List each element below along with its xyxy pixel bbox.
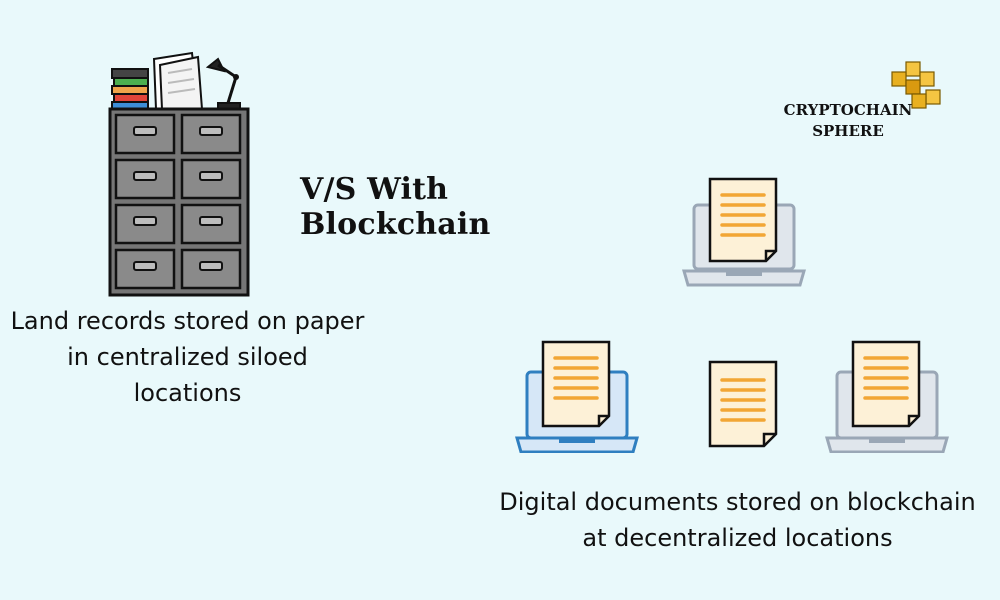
laptop-document-icon <box>823 338 953 453</box>
books-stack-icon <box>111 68 149 110</box>
page-title: V/S With Blockchain <box>300 172 491 242</box>
filing-cabinet-illustration <box>100 45 260 300</box>
gold-cubes-icon <box>886 58 946 113</box>
document-icon <box>706 358 782 450</box>
paper-stack-icon <box>152 51 204 110</box>
desk-lamp-icon <box>205 57 241 110</box>
brand-line2: SPHERE <box>812 122 884 140</box>
brand-line1: CRYPTOCHAIN <box>783 101 913 119</box>
filing-cabinet-icon <box>108 107 250 297</box>
brand-name: CRYPTOCHAIN SPHERE <box>778 100 918 142</box>
laptop-document-icon <box>680 175 810 290</box>
left-caption: Land records stored on paper in centrali… <box>10 307 365 407</box>
right-caption: Digital documents stored on blockchain a… <box>499 488 976 552</box>
laptop-document-icon <box>513 338 643 453</box>
